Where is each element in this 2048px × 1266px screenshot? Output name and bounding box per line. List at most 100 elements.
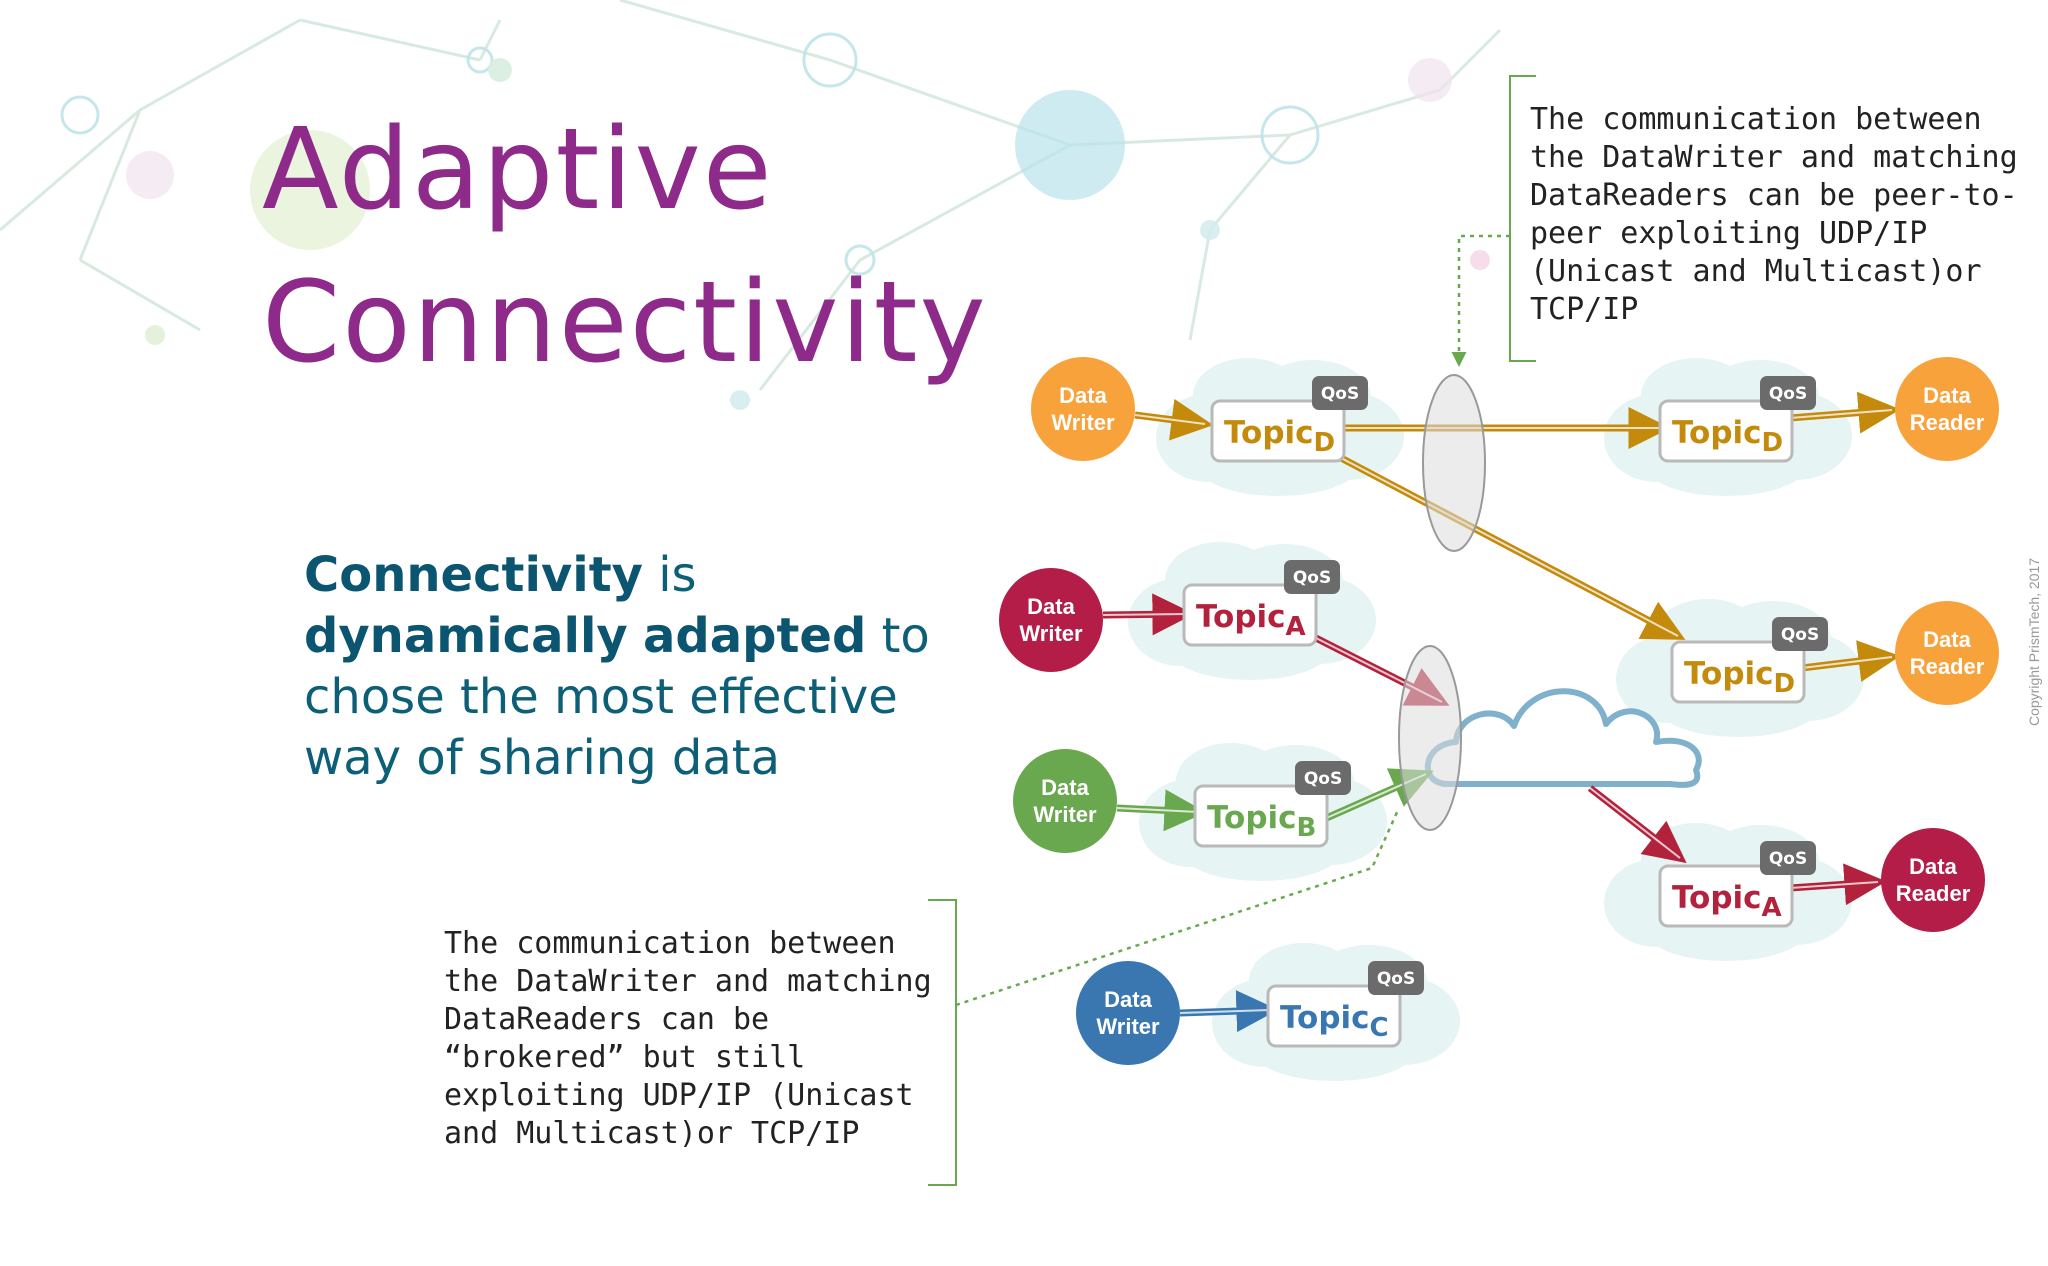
- topic-label: TopicA: [1672, 880, 1782, 923]
- qos-badge: [1368, 961, 1424, 995]
- topic-label: TopicA: [1196, 599, 1306, 642]
- arrow-topic-d-to-reader-topic-d2-highlight: [1325, 449, 1679, 637]
- headline-word-is: is: [658, 547, 697, 603]
- data-writer-w_c: DataWriter: [1076, 961, 1180, 1065]
- data-reader-r_d2: DataReader: [1895, 601, 1999, 705]
- topic-box-frame: [1658, 864, 1794, 928]
- topic-label-subscript: D: [1762, 428, 1784, 458]
- arrow-reader-topic-d2-to-reader-highlight: [1801, 656, 1893, 669]
- brokered-transport-ellipse: [1398, 645, 1462, 831]
- topic-box-frame: [1210, 399, 1346, 463]
- title-line-2: Connectivity: [262, 258, 988, 388]
- data-writer-w_a: DataWriter: [999, 568, 1103, 672]
- note-peer-leader: [1451, 234, 1510, 367]
- node-circle: [1031, 357, 1135, 461]
- node-circle: [1881, 828, 1985, 932]
- title-line-1: Adaptive: [262, 105, 774, 235]
- note-brokered-leader: [955, 809, 1400, 1007]
- topic-box-t_rd2: TopicD QoS: [1670, 617, 1828, 704]
- qos-badge: [1760, 841, 1816, 875]
- topic-label-subscript: D: [1314, 428, 1336, 458]
- topic-label: TopicD: [1684, 656, 1795, 699]
- topic-label: TopicD: [1672, 415, 1783, 458]
- note-peer-to-peer: The communication between the DataWriter…: [1530, 102, 2018, 327]
- arrow-writer-b-to-topic-highlight: [1116, 807, 1199, 813]
- node-label-data: Data: [1104, 987, 1152, 1012]
- topic-box-t_wa: TopicA QoS: [1182, 560, 1340, 647]
- headline: Connectivity is dynamically adapted to c…: [304, 545, 994, 789]
- topic-box-frame: [1182, 583, 1318, 647]
- data-reader-r_a: DataReader: [1881, 828, 1985, 932]
- topic-box-frame: [1670, 640, 1806, 704]
- qos-badge-label: QoS: [1769, 849, 1807, 869]
- topic-label-subscript: A: [1286, 612, 1306, 642]
- topic-box-t_rd1: TopicD QoS: [1658, 376, 1816, 463]
- qos-badge: [1284, 560, 1340, 594]
- topic-label: TopicB: [1207, 800, 1316, 843]
- peer-transport-ellipse: [1422, 374, 1486, 552]
- qos-badge-label: QoS: [1781, 625, 1819, 645]
- arrow-reader-topic-d1-to-reader-highlight: [1789, 409, 1893, 419]
- topic-box-t_wc: TopicC QoS: [1266, 961, 1424, 1048]
- note-brokered-bracket: [928, 899, 957, 1186]
- qos-badge-label: QoS: [1377, 969, 1415, 989]
- node-label-data: Data: [1909, 854, 1957, 879]
- note-peer-bracket: [1509, 75, 1536, 362]
- topic-label-subscript: D: [1774, 669, 1796, 699]
- qos-badge: [1772, 617, 1828, 651]
- node-label-data: Data: [1923, 383, 1971, 408]
- arrow-reader-topic-a-to-reader-highlight: [1789, 881, 1879, 889]
- node-circle: [1895, 357, 1999, 461]
- topic-label-word: Topic: [1684, 656, 1774, 692]
- topic-box-frame: [1193, 784, 1329, 848]
- qos-badge-label: QoS: [1304, 769, 1342, 789]
- data-writer-w_b: DataWriter: [1013, 749, 1117, 853]
- node-label-role: Writer: [1096, 1014, 1160, 1039]
- headline-word-connectivity: Connectivity: [304, 547, 643, 603]
- node-label-data: Data: [1059, 383, 1107, 408]
- node-label-data: Data: [1027, 594, 1075, 619]
- node-circle: [1076, 961, 1180, 1065]
- topic-label: TopicC: [1280, 1000, 1389, 1043]
- topic-label-word: Topic: [1207, 800, 1297, 836]
- topic-box-t_wb: TopicB QoS: [1193, 761, 1351, 848]
- data-writer-w_d: DataWriter: [1031, 357, 1135, 461]
- headline-word-adapted: adapted: [642, 608, 867, 664]
- qos-badge-label: QoS: [1293, 568, 1331, 588]
- arrow-writer-c-to-topic-highlight: [1179, 1009, 1271, 1014]
- qos-badge-label: QoS: [1321, 384, 1359, 404]
- topic-label-word: Topic: [1280, 1000, 1370, 1036]
- topic-label-subscript: C: [1370, 1013, 1389, 1043]
- topic-box-frame: [1658, 399, 1794, 463]
- note-brokered: The communication between the DataWriter…: [444, 926, 932, 1151]
- copyright-text: Copyright PrismTech, 2017: [2026, 557, 2042, 726]
- topic-label-subscript: A: [1762, 893, 1782, 923]
- node-label-role: Reader: [1910, 410, 1985, 435]
- topic-label-word: Topic: [1224, 415, 1314, 451]
- arrow-broker-to-reader-topic-a-highlight: [1589, 787, 1681, 859]
- qos-badge-label: QoS: [1769, 384, 1807, 404]
- node-label-role: Writer: [1051, 410, 1115, 435]
- arrow-writer-d-to-topic-highlight: [1134, 414, 1206, 425]
- data-reader-r_d1: DataReader: [1895, 357, 1999, 461]
- topic-box-t_ra: TopicA QoS: [1658, 841, 1816, 928]
- node-label-data: Data: [1041, 775, 1089, 800]
- qos-badge: [1760, 376, 1816, 410]
- qos-badge: [1295, 761, 1351, 795]
- node-label-role: Writer: [1019, 621, 1083, 646]
- topic-label-subscript: B: [1297, 813, 1317, 843]
- headline-word-dynamically: dynamically: [304, 608, 628, 664]
- arrow-writer-a-to-topic-highlight: [1102, 613, 1187, 616]
- qos-badge: [1312, 376, 1368, 410]
- node-circle: [1895, 601, 1999, 705]
- topic-label: TopicD: [1224, 415, 1335, 458]
- topic-label-word: Topic: [1196, 599, 1286, 635]
- topic-label-word: Topic: [1672, 415, 1762, 451]
- headline-rest: to chose the most effective way of shari…: [304, 608, 930, 786]
- node-label-role: Writer: [1033, 802, 1097, 827]
- topic-box-t_wd: TopicD QoS: [1210, 376, 1368, 463]
- node-label-data: Data: [1923, 627, 1971, 652]
